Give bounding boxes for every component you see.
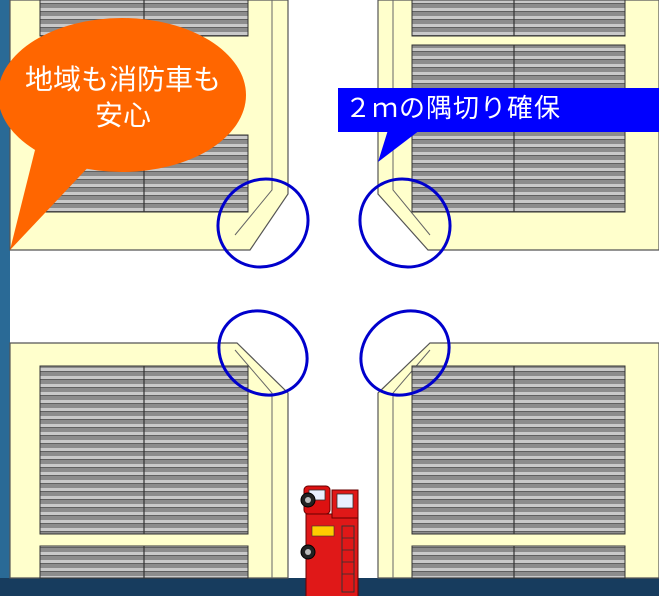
corner-cut-top-left-line: [234, 0, 273, 236]
building-bottom-left-upper: [39, 365, 249, 535]
building-bottom-right-lower: [411, 545, 626, 579]
corner-cut-bottom-left-line: [234, 349, 273, 578]
corner-cut-top-right-line: [392, 0, 431, 236]
building-bottom-right-upper: [411, 365, 626, 535]
building-top-right-upper: [411, 0, 626, 37]
blue-callout-text: ２ｍの隅切り確保: [345, 94, 562, 124]
building-bottom-left-lower: [39, 545, 249, 579]
fire-truck-icon: [300, 485, 359, 596]
orange-callout-text: 地域も消防車も 安心: [0, 62, 246, 134]
frame-left-edge: [0, 0, 12, 596]
orange-callout-shape: [0, 18, 246, 250]
orange-callout-line-2: 安心: [94, 99, 151, 132]
orange-callout-line-1: 地域も消防車も: [24, 63, 221, 96]
corner-cut-bottom-right-line: [392, 349, 431, 578]
blue-callout-shape: [338, 88, 659, 162]
highlight-ring-top-left: [216, 177, 310, 269]
highlight-ring-top-right: [358, 177, 452, 269]
highlight-ring-bottom-left: [217, 309, 309, 397]
highlight-ring-bottom-right: [359, 309, 451, 397]
